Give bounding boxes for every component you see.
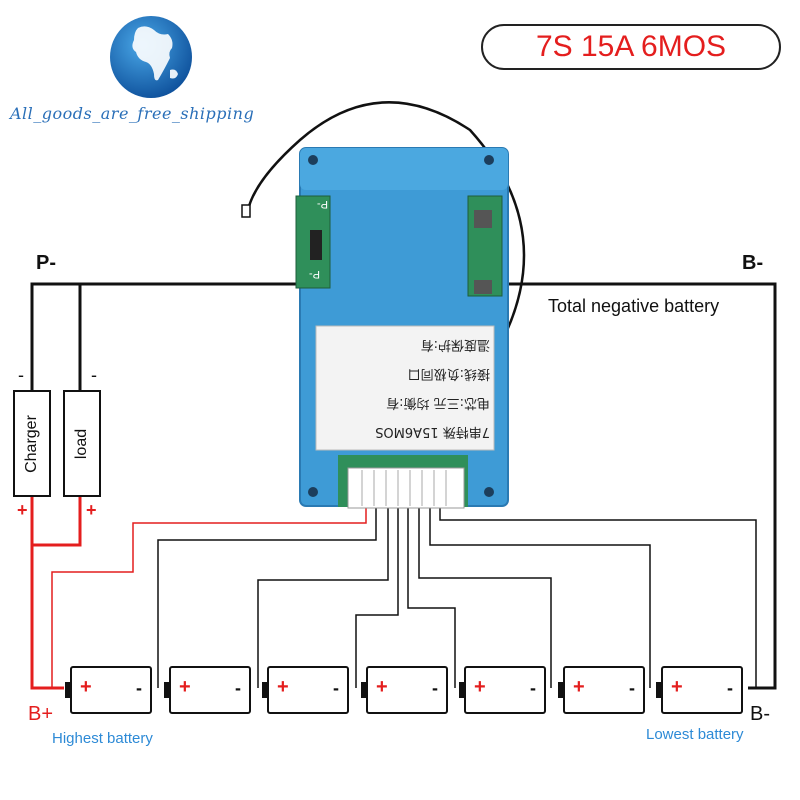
battery-minus: - — [629, 678, 635, 698]
battery-plus: + — [80, 676, 92, 698]
battery-plus: + — [573, 676, 585, 698]
charger-minus: - — [18, 365, 24, 385]
board-label — [315, 325, 495, 451]
b-minus-wire — [495, 282, 777, 690]
balance-wire-5 — [418, 500, 552, 688]
battery-minus: - — [727, 678, 733, 698]
battery-cell: +- — [164, 666, 251, 714]
balance-wire-6 — [429, 500, 651, 688]
battery-terminal — [361, 682, 366, 698]
p-minus-label: P- — [36, 252, 56, 274]
charger-label: Charger — [23, 414, 40, 473]
board-line-3: 接线:负极同口 — [407, 366, 490, 382]
battery-terminal — [262, 682, 267, 698]
battery-minus: - — [432, 678, 438, 698]
b-minus-top-label: B- — [742, 252, 764, 274]
load-plus: + — [86, 500, 97, 520]
charger-box: Charger — [13, 390, 51, 497]
battery-plus: + — [277, 676, 289, 698]
battery-plus: + — [179, 676, 191, 698]
battery-minus: - — [136, 678, 142, 698]
total-negative-label: Total negative battery — [548, 296, 720, 316]
temp-probe-tip — [241, 204, 251, 218]
load-box: load — [63, 390, 101, 497]
battery-terminal — [65, 682, 70, 698]
battery-terminal — [459, 682, 464, 698]
balance-wire-7 — [439, 500, 757, 688]
battery-terminal — [656, 682, 661, 698]
p-minus-wire — [30, 282, 310, 390]
title-text: 7S 15A 6MOS — [535, 30, 727, 63]
balance-wire-2 — [257, 500, 389, 688]
balance-wire-3 — [355, 500, 399, 688]
battery-cell: +- — [262, 666, 349, 714]
board-line-4: 温度保护:有 — [420, 337, 490, 353]
board-label-text: 7串特殊 15A6MOS 电芯:三元 均衡:有 接线:负极同口 温度保护:有 — [320, 330, 490, 446]
balance-wire-red — [51, 500, 367, 688]
battery-minus: - — [333, 678, 339, 698]
battery-cell: +- — [558, 666, 645, 714]
battery-plus: + — [474, 676, 486, 698]
battery-cell: +- — [459, 666, 546, 714]
pad-p2-label: P- — [309, 268, 320, 280]
battery-cell: +- — [65, 666, 152, 714]
temp-probe-wire — [246, 101, 526, 346]
balance-wire-1 — [157, 500, 377, 688]
title-badge: 7S 15A 6MOS — [481, 24, 781, 70]
positive-wire — [30, 497, 64, 690]
charger-plus: + — [17, 500, 28, 520]
battery-plus: + — [376, 676, 388, 698]
load-positive-wire — [32, 497, 82, 547]
battery-minus: - — [530, 678, 536, 698]
highest-battery-label: Highest battery — [52, 730, 153, 747]
board-line-1: 7串特殊 15A6MOS — [375, 424, 490, 440]
load-minus: - — [91, 365, 97, 385]
pad-p-label: P- — [317, 198, 328, 210]
brand-text: All_goods_are_free_shipping — [10, 104, 255, 123]
battery-terminal — [164, 682, 169, 698]
lowest-battery-label: Lowest battery — [646, 726, 744, 743]
battery-cell: +- — [656, 666, 743, 714]
b-minus-bottom-label: B- — [750, 703, 770, 725]
battery-plus: + — [671, 676, 683, 698]
globe-logo — [110, 16, 192, 98]
load-label: load — [73, 428, 90, 459]
battery-minus: - — [235, 678, 241, 698]
battery-cell: +- — [361, 666, 448, 714]
battery-terminal — [558, 682, 563, 698]
b-plus-label: B+ — [28, 703, 54, 725]
board-line-2: 电芯:三元 均衡:有 — [386, 395, 490, 411]
balance-wire-4 — [407, 500, 456, 688]
